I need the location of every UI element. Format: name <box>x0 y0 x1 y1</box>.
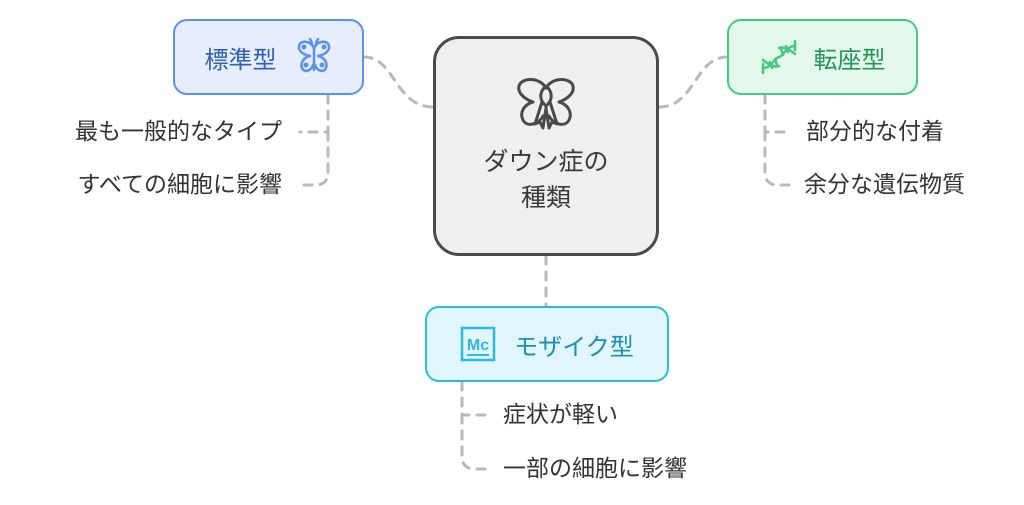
connector-translocation-leaf-2 <box>763 130 794 187</box>
type-label-translocation: 転座型 <box>813 45 886 74</box>
connector-standard-leaf-1 <box>298 93 330 134</box>
type-node-mosaic[interactable]: Mc モザイク型 <box>425 306 669 382</box>
leaf-mosaic-2: 一部の細胞に影響 <box>503 456 687 482</box>
leaf-translocation-2: 余分な遺伝物質 <box>804 172 965 198</box>
leaf-translocation-1: 部分的な付着 <box>806 119 944 145</box>
center-node[interactable]: ダウン症の 種類 <box>433 36 659 256</box>
center-title: ダウン症の 種類 <box>483 147 609 212</box>
leaf-mosaic-1: 症状が軽い <box>503 402 618 428</box>
connector-translocation <box>657 55 729 109</box>
mc-icon: Mc <box>460 326 496 362</box>
type-label-standard: 標準型 <box>204 45 277 74</box>
connector-translocation-leaf-1 <box>763 93 794 134</box>
connector-mosaic-leaf-1 <box>460 380 492 417</box>
type-node-translocation[interactable]: 転座型 <box>727 19 918 95</box>
leaf-standard-2: すべての細胞に影響 <box>77 172 282 198</box>
leaf-standard-1: 最も一般的なタイプ <box>75 119 282 145</box>
connector-mosaic-leaf-2 <box>460 413 492 471</box>
connector-standard-leaf-2 <box>298 130 330 187</box>
type-label-mosaic: モザイク型 <box>514 332 634 361</box>
connector-standard <box>362 55 435 109</box>
type-node-standard[interactable]: 標準型 <box>173 19 364 95</box>
dna-icon <box>760 38 798 76</box>
svg-text:Mc: Mc <box>467 337 489 354</box>
ribbon-butterfly-icon <box>515 76 577 134</box>
butterfly-icon <box>295 38 333 76</box>
